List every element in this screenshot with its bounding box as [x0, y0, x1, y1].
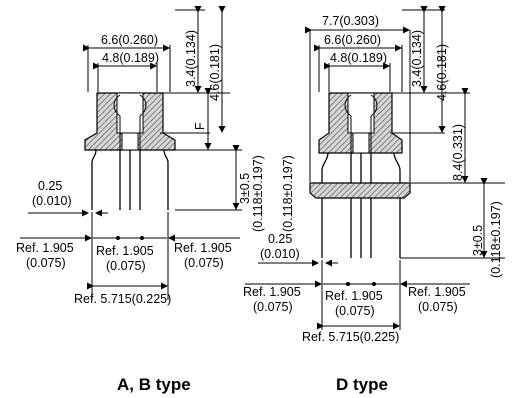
- ab-dim-wire: 0.25: [38, 179, 62, 193]
- d-pitch-left: Ref. 1.905: [243, 285, 301, 299]
- d-pitch-mid-in: (0.075): [335, 304, 375, 318]
- d-dim-h1: 3.4(0.134): [410, 30, 424, 87]
- ab-dim-h1: 3.4(0.134): [184, 30, 198, 87]
- ab-pitch-mid: Ref. 1.905: [96, 244, 154, 258]
- ab-dim-inner: 4.8(0.189): [102, 51, 159, 65]
- ab-type-drawing: 6.6(0.260) 4.8(0.189) 3.4(0.134) 4.6(0.1…: [16, 6, 265, 394]
- d-body-cavity: [347, 92, 375, 134]
- ab-pin-right-bent: [163, 149, 169, 210]
- ab-pitch-left: Ref. 1.905: [16, 241, 74, 255]
- d-caption: D type: [336, 375, 388, 394]
- ab-dim-top: 6.6(0.260): [101, 33, 158, 47]
- d-pitch-right-in: (0.075): [418, 300, 458, 314]
- d-dim-pin-len-in: (0.118±0.197): [489, 201, 503, 278]
- d-contact-left: [344, 94, 352, 153]
- ab-dim-pin-len: 3±0.5: [238, 173, 252, 204]
- ab-caption: A, B type: [117, 375, 191, 394]
- ab-dim-wire-in: (0.010): [32, 194, 72, 208]
- d-contact-right: [370, 94, 378, 153]
- ab-body-cavity: [116, 92, 144, 134]
- d-dim-top: 7.7(0.303): [322, 14, 379, 28]
- ab-pitch-mid-in: (0.075): [106, 259, 146, 273]
- d-dim-wire: 0.25: [268, 232, 292, 246]
- ab-contact-right: [139, 94, 147, 150]
- d-dim-h2: 4.6(0.181): [435, 44, 449, 101]
- d-dim-pin-len-left: (0.118±0.197): [281, 155, 295, 232]
- ab-dim-pin-len-in: (0.118±0.197): [251, 155, 265, 232]
- d-dim-inner: 4.8(0.189): [330, 51, 387, 65]
- d-pitch-right: Ref. 1.905: [408, 285, 466, 299]
- ab-pitch-left-in: (0.075): [26, 256, 66, 270]
- d-dim-wire-in: (0.010): [260, 247, 300, 261]
- ab-contact-left: [113, 94, 121, 150]
- ab-dim-h2: 4.6(0.181): [208, 44, 222, 101]
- d-pitch-left-in: (0.075): [253, 300, 293, 314]
- d-pitch-mid: Ref. 1.905: [325, 289, 383, 303]
- d-type-drawing: 7.7(0.303) 6.6(0.260) 4.8(0.189) 3.4(0.1…: [243, 6, 505, 394]
- d-pin-right-bent: [393, 152, 401, 258]
- ab-pin-left-bent: [91, 149, 97, 210]
- d-pin-left-bent: [321, 152, 329, 258]
- d-dim-pin-len: 3±0.5: [471, 225, 485, 256]
- ab-pitch-right-in: (0.075): [184, 256, 224, 270]
- ab-body-slot: [121, 132, 139, 151]
- ab-dim-f: F: [193, 122, 207, 130]
- d-pitch-total: Ref. 5.715(0.225): [302, 330, 399, 344]
- d-base-plate: [309, 182, 411, 199]
- d-body-slot: [352, 132, 370, 154]
- ab-pitch-right: Ref. 1.905: [174, 241, 232, 255]
- d-dim-h3: 8.4(0.331): [451, 124, 465, 181]
- ab-pitch-total: Ref. 5.715(0.225): [74, 292, 171, 306]
- d-dim-mid: 6.6(0.260): [324, 33, 381, 47]
